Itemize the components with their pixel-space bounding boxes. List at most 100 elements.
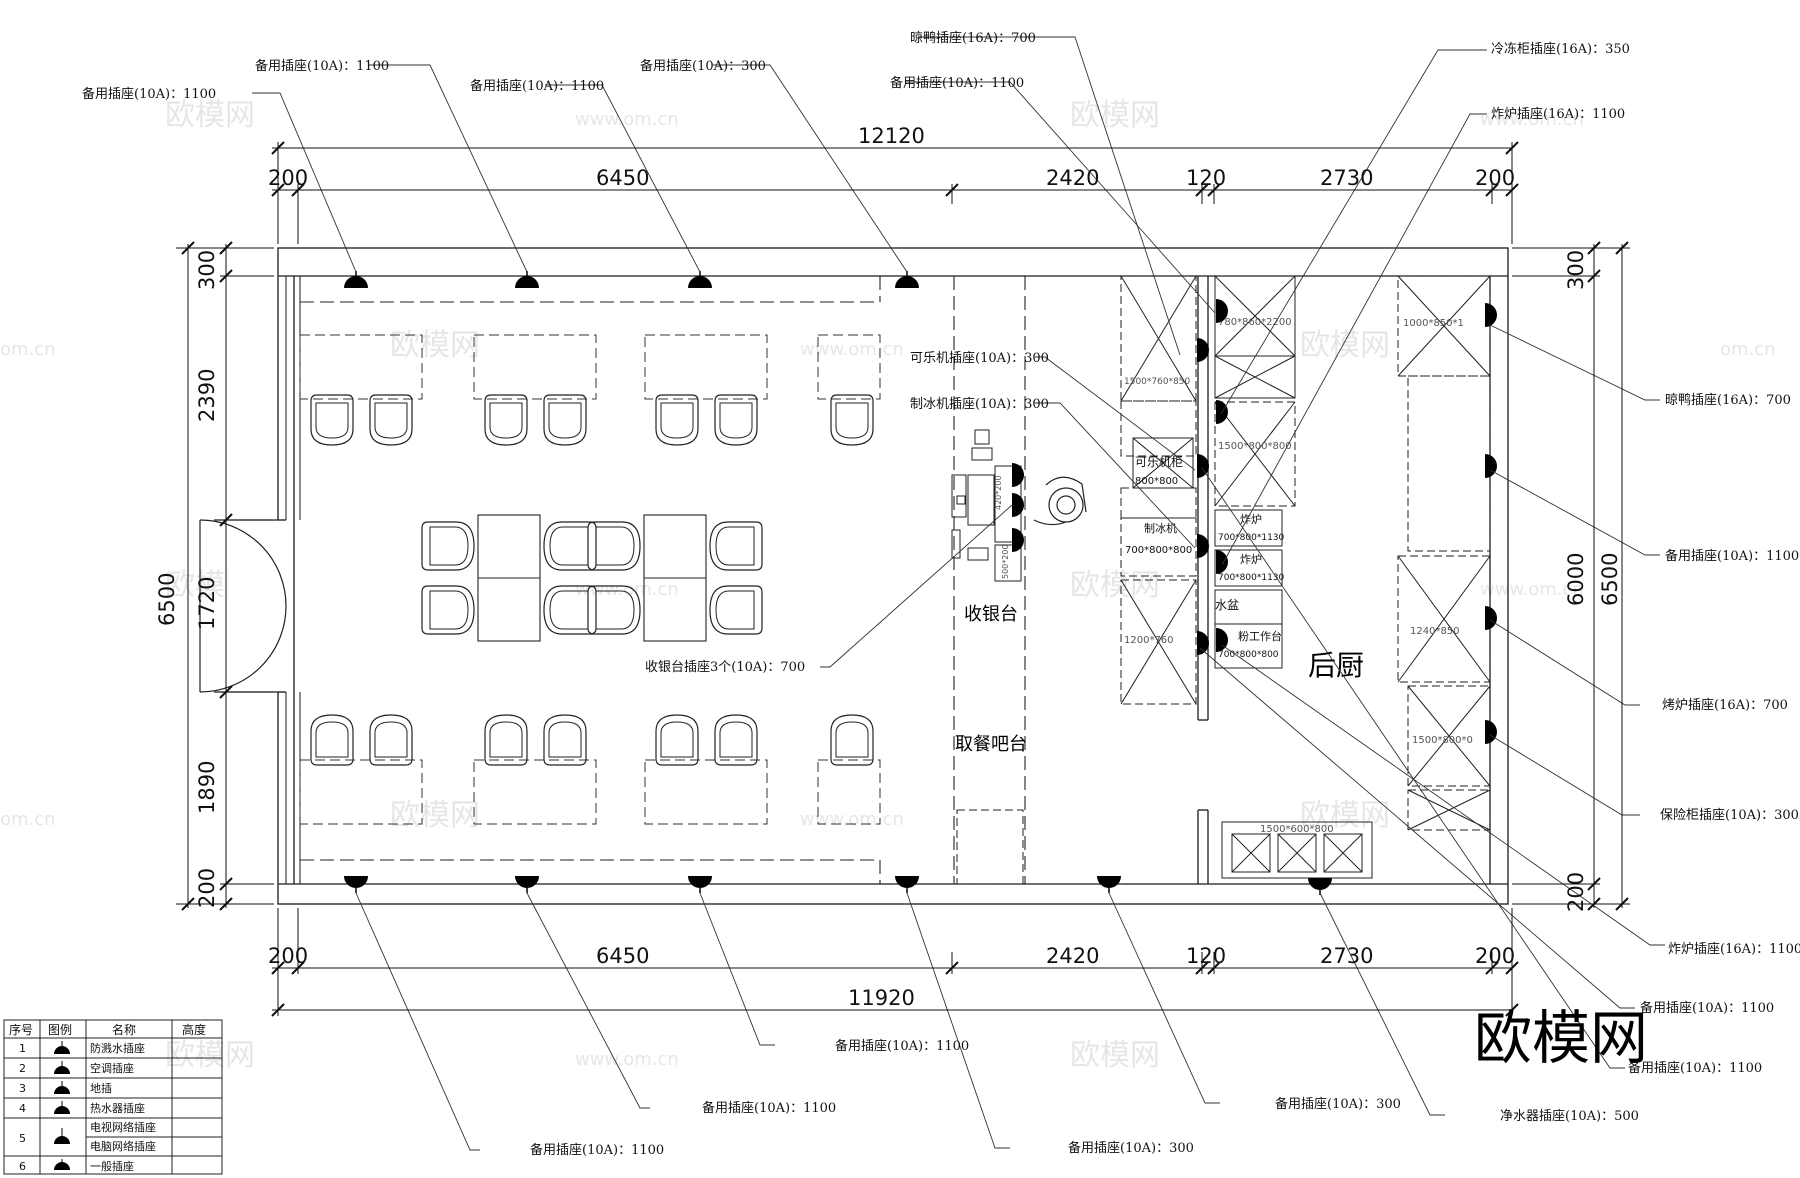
socket-icon [1485, 454, 1497, 478]
watermark-url: www.om.cn [575, 1049, 679, 1070]
dim-bottom-seg: 200 [1475, 944, 1515, 968]
watermark-url: om.cn [0, 339, 56, 360]
dim-left-total: 6500 [155, 573, 179, 626]
center-tables [477, 514, 707, 642]
watermark-url: www.om.cn [575, 109, 679, 130]
callout-r7: 备用插座(10A)：1100 [1628, 1060, 1762, 1076]
equip-prep-size: 700*800*800 [1218, 650, 1279, 660]
socket-floor-icon [54, 1086, 70, 1094]
callout-r4: 保险柜插座(10A)：300 [1660, 808, 1799, 823]
dim-bottom-seg: 120 [1186, 944, 1226, 968]
equip-ice: 制冰机 [1144, 521, 1177, 535]
dim-right-inner: 6000 [1564, 553, 1588, 606]
dimension-lines [176, 141, 1630, 1017]
socket-icon [1096, 875, 1122, 894]
dim-left-seg: 300 [195, 250, 219, 290]
callout-t6: 备用插座(10A)：1100 [890, 75, 1024, 91]
legend-header: 名称 [112, 1022, 136, 1037]
callout-t4: 备用插座(10A)：300 [640, 58, 766, 74]
legend-table: 序号 图例 名称 高度 1 防溅水插座 2 空调插座 3 地插 4 热水器插座 … [3, 1019, 223, 1175]
callout-r5: 炸炉插座(16A)：1100 [1668, 942, 1800, 957]
callout-t7: 冷冻柜插座(16A)：350 [1491, 41, 1630, 57]
cashier-equipment [951, 429, 1024, 885]
callout-b4: 备用插座(10A)：300 [1068, 1140, 1194, 1156]
watermark-logo: 欧模网 [1070, 1038, 1160, 1073]
equip-fryer: 炸炉 [1240, 553, 1262, 566]
dim-right-total: 6500 [1598, 553, 1622, 606]
room-cashier: 收银台 [964, 604, 1018, 625]
legend-header: 序号 [9, 1022, 33, 1037]
chairs-center [421, 521, 763, 635]
callout-b5: 备用插座(10A)：300 [1275, 1096, 1401, 1112]
socket-icon [1012, 493, 1024, 517]
dining-furniture [299, 334, 881, 825]
socket-icon [1216, 550, 1228, 574]
legend-name: 电脑网络插座 [90, 1139, 156, 1153]
callout-t5: 晾鸭插座(16A)：700 [910, 30, 1036, 46]
dim-left-seg: 1890 [195, 761, 219, 814]
table [473, 334, 597, 400]
watermark-logo: 欧模网 [390, 798, 480, 833]
socket-ac-icon [54, 1066, 70, 1074]
equip-prep: 粉工作台 [1238, 629, 1282, 643]
watermark-logo: 欧模网 [1300, 328, 1390, 363]
equip-size: 1500*800*0 [1412, 735, 1473, 746]
socket-icon [514, 875, 540, 894]
socket-icon [514, 270, 540, 289]
table [473, 759, 597, 825]
socket-icon [1012, 528, 1024, 552]
socket-icon [1485, 606, 1497, 630]
watermark-url: www.om.cn [800, 339, 904, 360]
chairs-row-bottom [310, 714, 874, 766]
brand-logo: 欧模网 [1474, 1004, 1648, 1072]
equip-size: 1000*850*1 [1403, 318, 1464, 329]
callout-b3: 备用插座(10A)：1100 [835, 1038, 969, 1054]
chairs-row-top [310, 394, 874, 446]
callout-m3: 收银台插座3个(10A)：700 [645, 660, 805, 675]
watermark-logo: 欧模网 [1300, 798, 1390, 833]
equip-size: 1500*600*800 [1260, 824, 1334, 835]
callouts: 备用插座(10A)：1100 备用插座(10A)：1100 备用插座(10A)：… [82, 30, 1800, 1158]
equip-fryer-size: 700*800*1130 [1218, 533, 1285, 543]
callout-b6: 净水器插座(10A)：500 [1500, 1109, 1639, 1124]
dim-right-bottom: 200 [1564, 872, 1588, 912]
equip-size: 1500*800*800 [1218, 441, 1292, 452]
watermark-logo: 欧模网 [1070, 568, 1160, 603]
entrance-door[interactable] [199, 519, 287, 693]
watermark-url: www.om.cn [575, 579, 679, 600]
legend-name: 空调插座 [90, 1061, 134, 1075]
room-pickup-bar: 取餐吧台 [955, 734, 1027, 755]
equip-size: 780*860*2200 [1218, 317, 1292, 328]
callout-r1: 晾鸭插座(16A)：700 [1665, 392, 1791, 408]
legend-no: 4 [19, 1102, 26, 1115]
kitchen-wall [1197, 276, 1209, 884]
socket-icon [1012, 463, 1024, 487]
callout-t2: 备用插座(10A)：1100 [255, 58, 389, 74]
callout-t8: 炸炉插座(16A)：1100 [1491, 107, 1625, 122]
watermark-logo: 欧模网 [1070, 98, 1160, 133]
socket-icon [343, 270, 369, 289]
watermark-url: www.om.cn [1480, 579, 1584, 600]
cashier-size-label: 500*200 [1001, 544, 1010, 579]
socket-heater-icon [54, 1106, 70, 1114]
table [644, 759, 768, 825]
socket-icon [1307, 877, 1333, 896]
equip-size: 1500*760*850 [1124, 377, 1191, 387]
cashier-chair-icon [1033, 476, 1087, 526]
socket-icon [687, 875, 713, 894]
dimension-labels: 12120 200 6450 2420 120 2730 200 200 645… [155, 124, 1622, 1010]
dim-top-seg: 2420 [1046, 166, 1099, 190]
dim-top-seg: 120 [1186, 166, 1226, 190]
watermark-url: om.cn [1720, 339, 1776, 360]
callout-t1: 备用插座(10A)：1100 [82, 86, 216, 102]
dim-bottom-seg: 200 [268, 944, 308, 968]
dim-top-seg: 200 [268, 166, 308, 190]
socket-icon [1197, 338, 1209, 362]
socket-icon [687, 270, 713, 289]
socket-icon [343, 875, 369, 894]
equip-size: 1240*850 [1410, 626, 1460, 637]
watermark-url: www.om.cn [1480, 109, 1584, 130]
dim-bottom-total: 11920 [848, 986, 915, 1010]
equip-cola-size: 800*800 [1135, 476, 1178, 487]
callout-r2: 备用插座(10A)：1100 [1665, 548, 1799, 564]
